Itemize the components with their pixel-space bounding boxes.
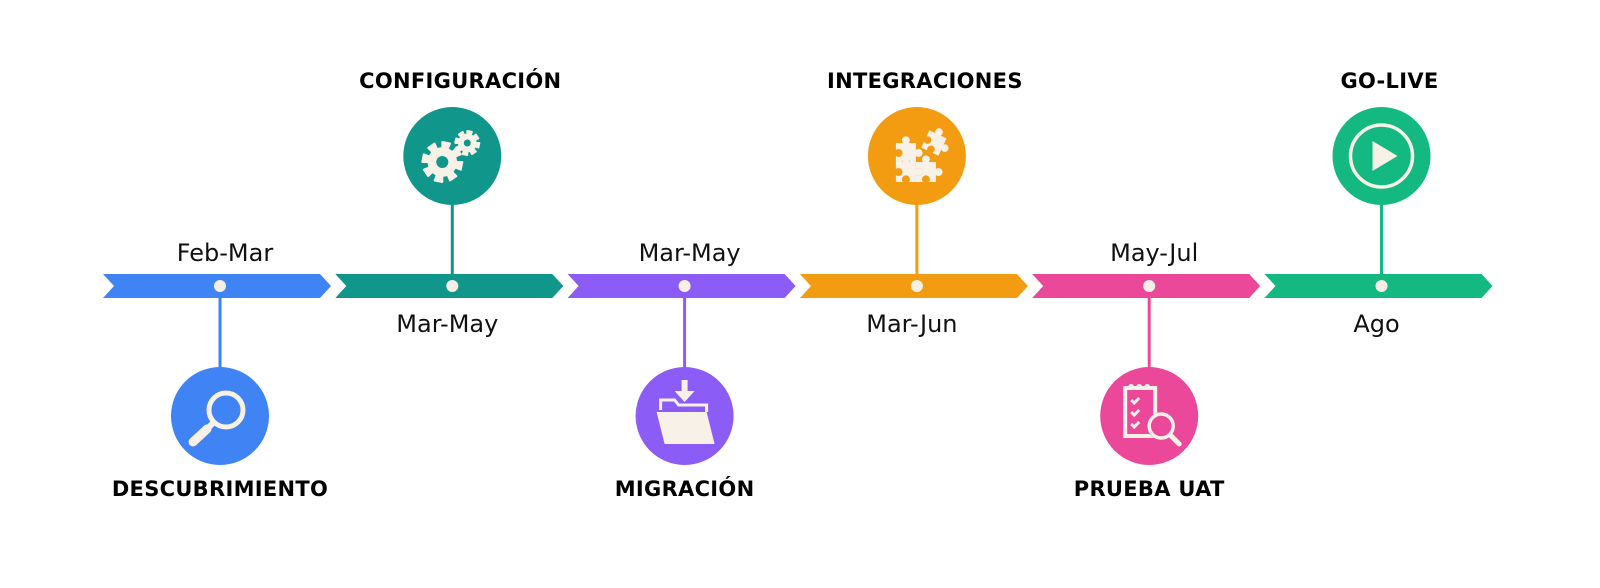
phase-title: PRUEBA UAT bbox=[1074, 477, 1225, 501]
date-range-label: Ago bbox=[1353, 310, 1399, 338]
play-icon bbox=[1348, 123, 1415, 189]
gears-icon bbox=[421, 130, 481, 183]
icon-badge bbox=[1100, 367, 1199, 465]
phase-title: DESCUBRIMIENTO bbox=[112, 477, 328, 501]
timeline-dot bbox=[678, 280, 691, 292]
phase-title: CONFIGURACIÓN bbox=[359, 68, 561, 93]
phase-title: MIGRACIÓN bbox=[615, 476, 755, 501]
timeline-dot bbox=[214, 280, 226, 292]
phases-layer: DESCUBRIMIENTO Feb-Mar CONFIGURACIÓN Mar-Ma… bbox=[103, 68, 1493, 501]
checklist-search-icon bbox=[1123, 384, 1182, 447]
phase-2: CONFIGURACIÓN Mar-May bbox=[335, 68, 564, 338]
timeline-dot bbox=[910, 280, 923, 292]
folder-download-icon bbox=[656, 380, 715, 444]
phase-5: PRUEBA UAT May-Jul bbox=[1032, 239, 1261, 501]
phase-1: DESCUBRIMIENTO Feb-Mar bbox=[103, 239, 331, 501]
timeline-dot bbox=[1143, 280, 1156, 292]
phase-6: GO-LIVE Ago bbox=[1264, 69, 1493, 338]
magnifier-icon bbox=[188, 390, 246, 447]
icon-badge bbox=[171, 367, 269, 465]
phase-title: INTEGRACIONES bbox=[827, 69, 1023, 93]
phase-title: GO-LIVE bbox=[1340, 69, 1438, 93]
phase-4: INTEGRACIONES Mar-Jun bbox=[799, 69, 1028, 338]
date-range-label: Feb-Mar bbox=[177, 239, 274, 267]
date-range-label: May-Jul bbox=[1110, 239, 1198, 267]
timeline-dot bbox=[446, 280, 459, 292]
timeline-dot bbox=[1375, 280, 1388, 292]
date-range-label: Mar-May bbox=[396, 310, 498, 338]
puzzle-icon bbox=[895, 128, 949, 182]
date-range-label: Mar-Jun bbox=[866, 310, 957, 338]
phase-3: MIGRACIÓN Mar-May bbox=[567, 239, 796, 501]
date-range-label: Mar-May bbox=[639, 239, 741, 267]
